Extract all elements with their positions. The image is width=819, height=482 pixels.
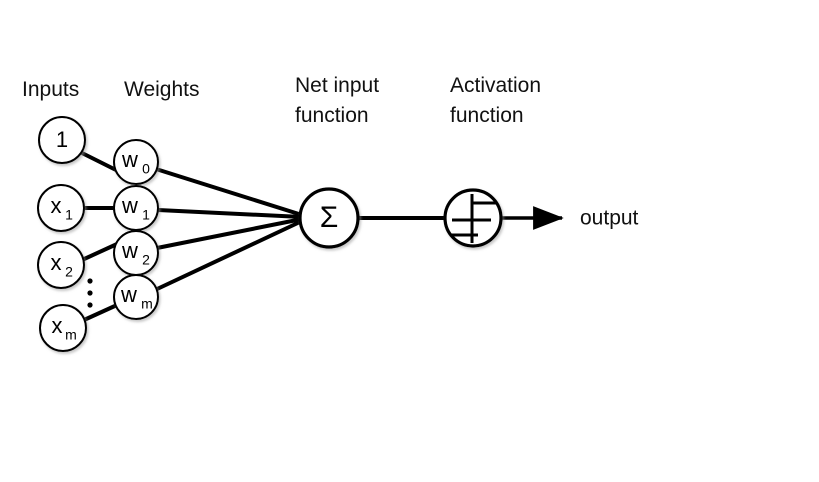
edge-wm-sum <box>154 219 303 292</box>
header-activation-line2: function <box>450 104 524 127</box>
input-node-xm-subscript: m <box>65 327 77 343</box>
weight-node-w0-label: w <box>121 147 138 172</box>
sum-node[interactable]: Σ <box>298 187 360 249</box>
input-node-x2-circle[interactable] <box>37 241 85 289</box>
weight-node-wm-label: w <box>120 282 137 307</box>
ellipsis-dot-3 <box>87 302 93 308</box>
weight-node-w1-label: w <box>121 193 138 218</box>
input-node-xm-circle[interactable] <box>39 304 87 352</box>
input-node-x1-circle[interactable] <box>37 184 85 232</box>
ellipsis-dot-1 <box>87 278 93 284</box>
weight-node-w2[interactable]: w 2 <box>113 230 159 276</box>
header-net-input-line2: function <box>295 104 369 127</box>
weight-node-w1[interactable]: w 1 <box>113 185 159 231</box>
edge-x2-w2 <box>81 242 118 262</box>
weight-node-w0-circle[interactable] <box>113 139 159 185</box>
weight-node-w0-subscript: 0 <box>142 161 150 177</box>
step-function-icon <box>450 194 496 243</box>
weight-node-w2-label: w <box>121 238 138 263</box>
input-to-weight-edges <box>79 150 119 322</box>
input-node-x1-subscript: 1 <box>65 207 73 223</box>
weight-node-wm-subscript: m <box>141 296 153 312</box>
input-node-x1-label: x <box>51 193 62 218</box>
input-node-xm[interactable]: x m <box>39 304 87 352</box>
input-node-xm-label: x <box>52 313 63 338</box>
input-node-bias-circle[interactable] <box>38 116 86 164</box>
output-label: output <box>580 207 639 230</box>
input-ellipsis-icon <box>87 278 93 308</box>
sum-node-circle[interactable] <box>298 187 360 249</box>
header-activation-line1: Activation <box>450 74 541 97</box>
weight-node-w0[interactable]: w 0 <box>113 139 159 185</box>
input-node-x2-subscript: 2 <box>65 264 73 280</box>
weight-node-w1-subscript: 1 <box>142 207 150 223</box>
edge-w2-sum <box>156 217 303 250</box>
sigma-icon: Σ <box>320 201 339 234</box>
input-node-x2[interactable]: x 2 <box>37 241 85 289</box>
edge-w0-sum <box>155 167 303 217</box>
edge-xm-wm <box>83 303 118 322</box>
weight-node-w2-subscript: 2 <box>142 252 150 268</box>
edge-bias-w0 <box>79 150 119 173</box>
input-node-bias[interactable]: 1 <box>38 116 86 164</box>
edge-w1-sum <box>157 208 303 219</box>
activation-node[interactable] <box>443 188 503 248</box>
weight-node-wm[interactable]: w m <box>113 274 159 320</box>
input-node-bias-label: 1 <box>56 127 68 152</box>
header-net-input-line1: Net input <box>295 74 379 97</box>
weight-to-sum-edges <box>154 167 303 292</box>
weight-node-wm-circle[interactable] <box>113 274 159 320</box>
ellipsis-dot-2 <box>87 290 93 296</box>
input-node-x1[interactable]: x 1 <box>37 184 85 232</box>
input-node-x2-label: x <box>51 250 62 275</box>
header-weights: Weights <box>124 78 199 101</box>
header-inputs: Inputs <box>22 78 79 101</box>
